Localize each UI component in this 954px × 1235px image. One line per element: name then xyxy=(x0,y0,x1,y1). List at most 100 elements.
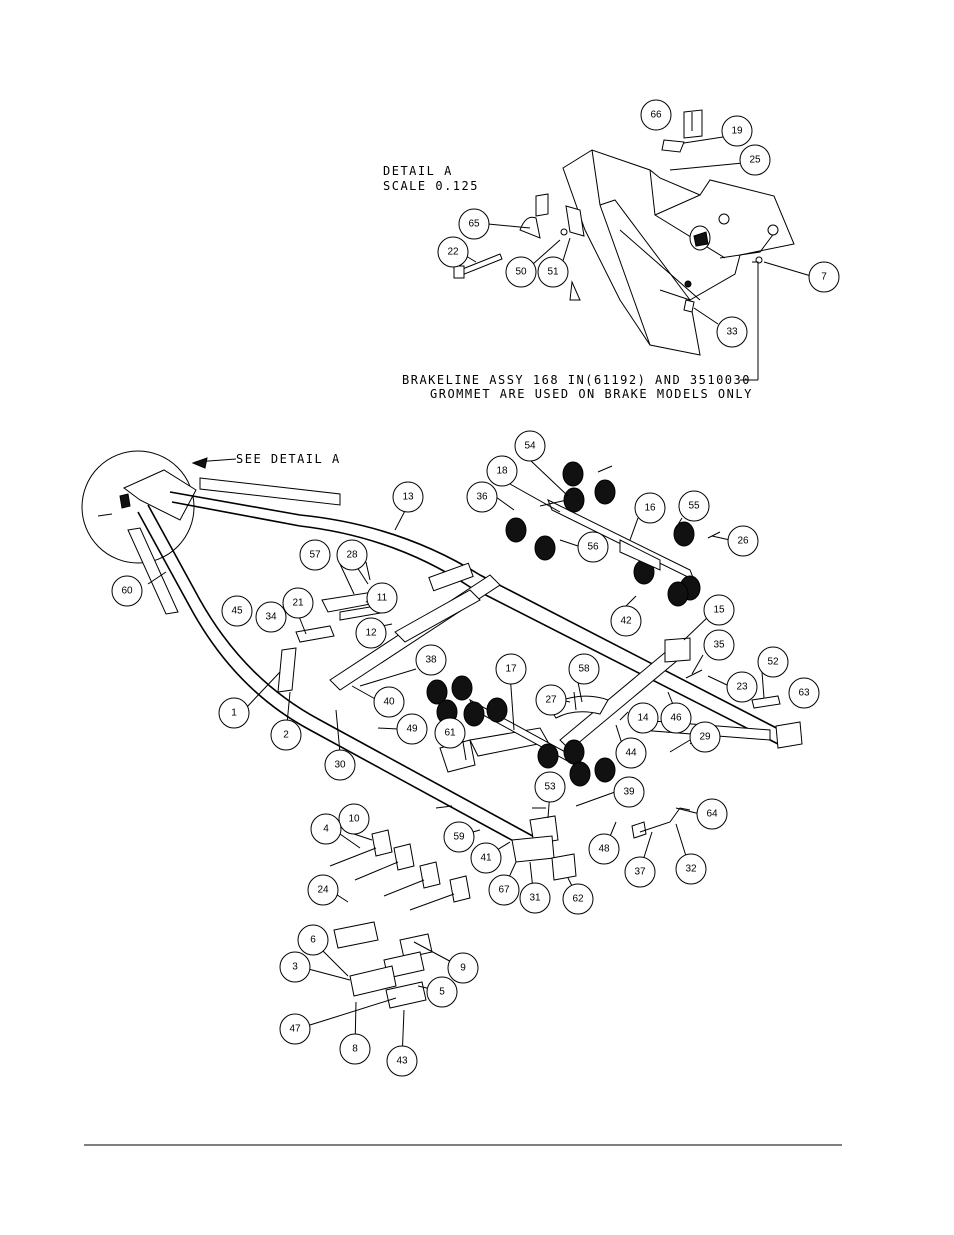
svg-text:5: 5 xyxy=(439,987,445,998)
svg-text:36: 36 xyxy=(476,492,488,503)
svg-text:12: 12 xyxy=(365,628,377,639)
callout: 38 xyxy=(415,644,447,676)
callout: 29 xyxy=(689,721,721,753)
svg-text:35: 35 xyxy=(713,640,725,651)
svg-text:60: 60 xyxy=(121,586,133,597)
roller-assemblies xyxy=(325,461,701,1021)
callout: 59 xyxy=(443,821,475,853)
callout: 14 xyxy=(627,702,659,734)
svg-text:22: 22 xyxy=(447,247,459,258)
callout: 45 xyxy=(221,595,253,627)
callout: 5 xyxy=(426,976,458,1008)
svg-text:56: 56 xyxy=(587,542,599,553)
callout: 47 xyxy=(279,1013,311,1045)
callout: 31 xyxy=(519,882,551,914)
callout: 32 xyxy=(675,853,707,885)
svg-text:34: 34 xyxy=(265,612,277,623)
svg-text:25: 25 xyxy=(749,155,761,166)
callout: 18 xyxy=(486,455,518,487)
svg-text:15: 15 xyxy=(713,605,725,616)
callout: 7 xyxy=(808,261,840,293)
callout: 65 xyxy=(458,208,490,240)
svg-text:58: 58 xyxy=(578,664,590,675)
main-frame-drawing xyxy=(81,450,803,881)
callout: 22 xyxy=(437,236,469,268)
callout: 57 xyxy=(299,539,331,571)
svg-text:40: 40 xyxy=(383,697,395,708)
callout: 36 xyxy=(466,481,498,513)
svg-text:65: 65 xyxy=(468,219,480,230)
detail-title: DETAIL A xyxy=(383,164,453,178)
callout: 43 xyxy=(386,1045,418,1077)
callout: 6 xyxy=(297,924,329,956)
callout: 53 xyxy=(534,771,566,803)
detail-a-drawing xyxy=(453,109,795,356)
callout: 30 xyxy=(324,749,356,781)
svg-text:37: 37 xyxy=(634,867,646,878)
callout: 51 xyxy=(537,256,569,288)
callout: 21 xyxy=(282,587,314,619)
svg-text:16: 16 xyxy=(644,503,656,514)
svg-text:26: 26 xyxy=(737,536,749,547)
callout: 41 xyxy=(470,842,502,874)
callout: 11 xyxy=(366,582,398,614)
svg-text:33: 33 xyxy=(726,327,738,338)
svg-text:57: 57 xyxy=(309,550,321,561)
callout: 37 xyxy=(624,856,656,888)
svg-text:1: 1 xyxy=(231,708,237,719)
svg-text:21: 21 xyxy=(292,598,304,609)
svg-text:7: 7 xyxy=(821,272,827,283)
brakeline-note-line1: BRAKELINE ASSY 168 IN(61192) AND 3510030 xyxy=(402,373,751,387)
svg-text:39: 39 xyxy=(623,787,635,798)
callout: 52 xyxy=(757,646,789,678)
svg-text:29: 29 xyxy=(699,732,711,743)
callout: 66 xyxy=(640,99,672,131)
callout: 54 xyxy=(514,430,546,462)
svg-text:10: 10 xyxy=(348,814,360,825)
svg-text:8: 8 xyxy=(352,1044,358,1055)
callout: 64 xyxy=(696,798,728,830)
callout: 33 xyxy=(716,316,748,348)
svg-text:46: 46 xyxy=(670,713,682,724)
callout: 42 xyxy=(610,605,642,637)
callout: 49 xyxy=(396,713,428,745)
see-detail-label: SEE DETAIL A xyxy=(236,452,341,466)
svg-text:38: 38 xyxy=(425,655,437,666)
svg-text:3: 3 xyxy=(292,962,298,973)
svg-text:9: 9 xyxy=(460,963,466,974)
svg-text:23: 23 xyxy=(736,682,748,693)
callout: 4 xyxy=(310,813,342,845)
callouts: 66 19 25 65 22 50 51 7 33 54 18 36 16 55… xyxy=(111,99,840,1077)
svg-text:49: 49 xyxy=(406,724,418,735)
svg-text:19: 19 xyxy=(731,126,743,137)
callout: 16 xyxy=(634,492,666,524)
svg-text:54: 54 xyxy=(524,441,536,452)
svg-text:59: 59 xyxy=(453,832,465,843)
callout: 40 xyxy=(373,686,405,718)
svg-text:24: 24 xyxy=(317,885,329,896)
svg-text:43: 43 xyxy=(396,1056,408,1067)
svg-text:11: 11 xyxy=(377,593,388,604)
callout: 62 xyxy=(562,883,594,915)
svg-text:41: 41 xyxy=(480,853,492,864)
svg-text:42: 42 xyxy=(620,616,632,627)
callout: 60 xyxy=(111,575,143,607)
callout: 50 xyxy=(505,256,537,288)
svg-text:32: 32 xyxy=(685,864,697,875)
callout: 15 xyxy=(703,594,735,626)
callout: 28 xyxy=(336,539,368,571)
svg-text:45: 45 xyxy=(231,606,243,617)
callout: 8 xyxy=(339,1033,371,1065)
detail-label: DETAIL A SCALE 0.125 xyxy=(383,164,479,193)
callout: 35 xyxy=(703,629,735,661)
svg-text:44: 44 xyxy=(625,748,637,759)
callout: 67 xyxy=(488,874,520,906)
svg-text:31: 31 xyxy=(529,893,541,904)
callout: 3 xyxy=(279,951,311,983)
detail-scale: SCALE 0.125 xyxy=(383,179,479,193)
callout: 1 xyxy=(218,697,250,729)
callout: 10 xyxy=(338,803,370,835)
callout: 61 xyxy=(434,717,466,749)
svg-text:17: 17 xyxy=(505,664,517,675)
